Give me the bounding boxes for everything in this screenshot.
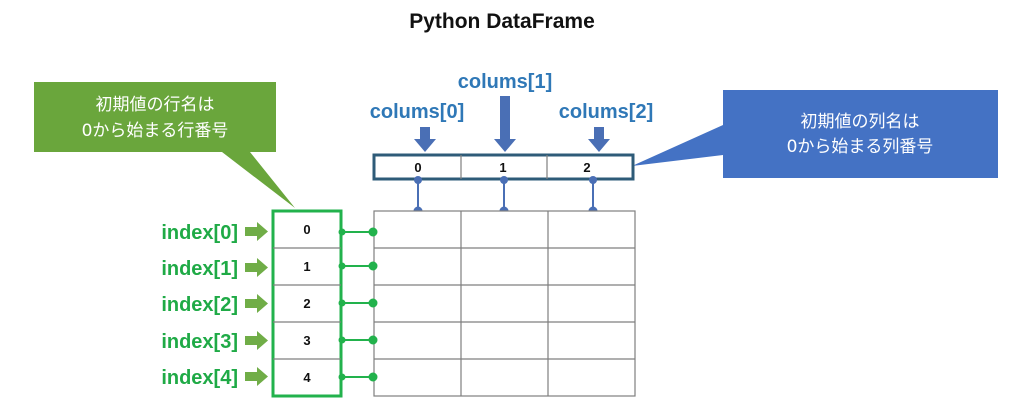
index-connectors [338,227,378,382]
index-label-2: index[2] [161,294,238,316]
index-label-1: index[1] [161,258,238,280]
column-label-2: colums[2] [559,101,653,123]
index-label-3: index[3] [161,331,238,353]
data-grid [373,210,636,397]
index-dividers [273,247,341,360]
column-name-callout-shape [632,90,998,178]
index-arrow-3 [245,331,268,350]
diagram-title: Python DataFrame [409,10,595,33]
index-value-2: 2 [303,296,310,311]
index-label-4: index[4] [161,367,238,389]
column-name-callout-line-2: 0から始まる列番号 [787,137,934,157]
column-label-1: colums[1] [458,71,552,93]
column-value-0: 0 [414,160,421,175]
column-arrow-2 [588,127,610,152]
column-arrow-1 [494,96,516,152]
index-arrow-4 [245,367,268,386]
row-name-callout-shape [34,82,295,208]
column-value-2: 2 [583,160,590,175]
index-arrows [245,222,268,386]
column-value-1: 1 [499,160,506,175]
index-value-4: 4 [303,370,311,385]
index-arrow-1 [245,258,268,277]
column-name-callout-line-1: 初期値の列名は [801,112,920,132]
index-value-1: 1 [303,259,310,274]
column-arrow-0 [414,127,436,152]
index-label-0: index[0] [161,222,238,244]
column-connectors [413,176,598,216]
index-value-3: 3 [303,333,310,348]
index-arrow-2 [245,294,268,313]
row-name-callout-line-2: 0から始まる行番号 [82,121,229,141]
row-name-callout-line-1: 初期値の行名は [96,95,215,115]
index-arrow-0 [245,222,268,241]
column-label-0: colums[0] [370,101,464,123]
index-value-0: 0 [303,222,310,237]
